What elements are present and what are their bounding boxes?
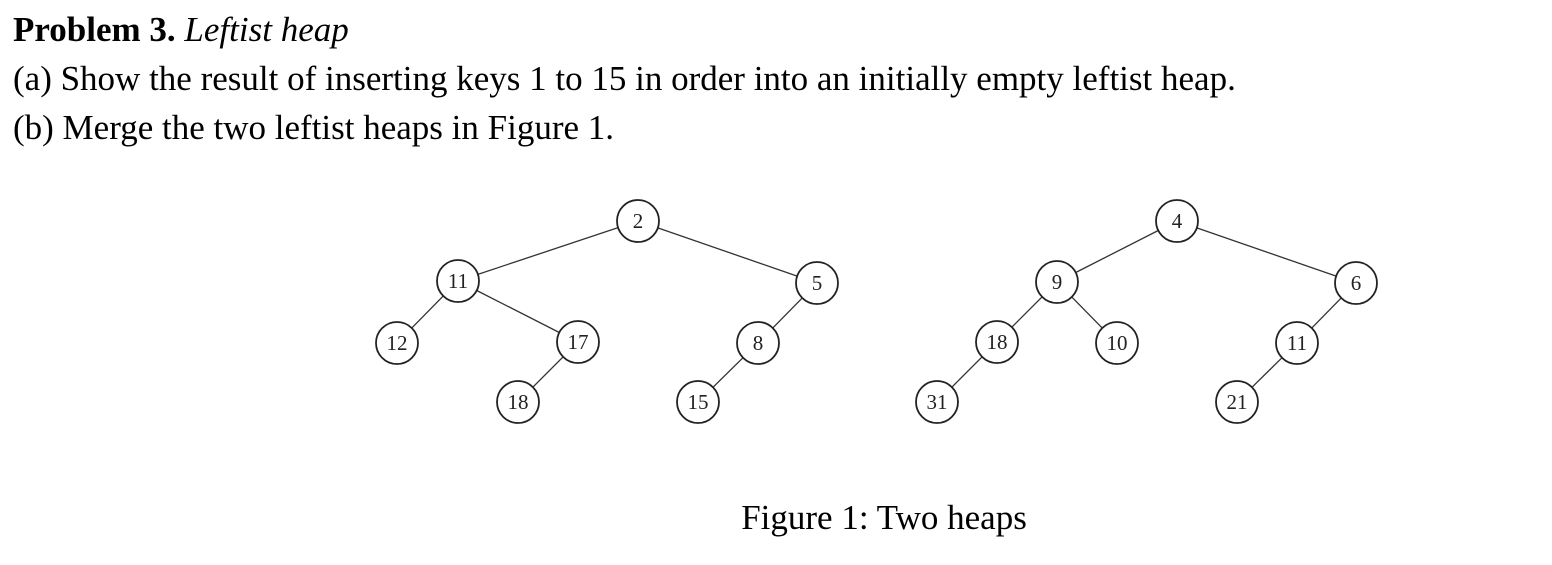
node-circle <box>915 380 959 424</box>
node-circle <box>975 320 1019 364</box>
heap-node: 18 <box>496 380 540 424</box>
heap-node: 21 <box>1215 380 1259 424</box>
node-key: 18 <box>508 390 529 414</box>
heap-node: 12 <box>375 321 419 365</box>
heap-node: 18 <box>975 320 1019 364</box>
node-key: 10 <box>1107 331 1128 355</box>
heap-node: 2 <box>616 199 660 243</box>
node-circle <box>436 259 480 303</box>
node-key: 4 <box>1172 209 1183 233</box>
node-key: 9 <box>1052 270 1063 294</box>
node-key: 17 <box>568 330 589 354</box>
node-key: 11 <box>1287 331 1307 355</box>
node-key: 21 <box>1227 390 1248 414</box>
figure-caption: Figure 1: Two heaps <box>741 498 1027 537</box>
node-circle <box>736 321 780 365</box>
node-key: 6 <box>1351 271 1362 295</box>
edge-h1n11-h1n17 <box>476 289 560 334</box>
node-key: 2 <box>633 209 644 233</box>
problem-topic: Leftist heap <box>184 10 349 49</box>
heap-node: 5 <box>795 261 839 305</box>
heap-node: 8 <box>736 321 780 365</box>
node-key: 5 <box>812 271 823 295</box>
node-key: 12 <box>387 331 408 355</box>
node-circle <box>795 261 839 305</box>
node-key: 11 <box>448 269 468 293</box>
edge-h1n2-h1n5 <box>657 227 798 277</box>
node-circle <box>375 321 419 365</box>
node-circle <box>1275 321 1319 365</box>
edge-h2n4-h2n6 <box>1196 227 1337 277</box>
heap-node: 11 <box>436 259 480 303</box>
heap-node: 6 <box>1334 261 1378 305</box>
node-circle <box>616 199 660 243</box>
edge-h2n18-h2n31 <box>951 356 983 388</box>
node-circle <box>1095 321 1139 365</box>
edge-h2n11-h2n21 <box>1251 357 1283 388</box>
heap-node: 11 <box>1275 321 1319 365</box>
node-circle <box>556 320 600 364</box>
node-circle <box>1155 199 1199 243</box>
edge-h2n9-h2n18 <box>1011 296 1043 328</box>
part-a-text: (a) Show the result of inserting keys 1 … <box>13 59 1236 98</box>
edge-h1n11-h1n12 <box>411 295 444 329</box>
edge-h1n2-h1n11 <box>477 227 619 275</box>
part-b-text: (b) Merge the two leftist heaps in Figur… <box>13 108 615 147</box>
node-circle <box>1035 260 1079 304</box>
node-key: 15 <box>688 390 709 414</box>
node-circle <box>1334 261 1378 305</box>
edge-h2n9-h2n10 <box>1071 296 1103 329</box>
edge-h2n6-h2n11 <box>1311 297 1342 329</box>
heap-node: 31 <box>915 380 959 424</box>
heap-nodes: 2 11 5 12 17 18 8 15 4 9 6 18 10 31 11 21 <box>375 199 1378 424</box>
node-key: 31 <box>927 390 948 414</box>
heap-node: 17 <box>556 320 600 364</box>
edge-h1n8-h1n15 <box>712 357 744 388</box>
node-circle <box>676 380 720 424</box>
node-circle <box>1215 380 1259 424</box>
node-key: 18 <box>987 330 1008 354</box>
edge-h1n5-h1n8 <box>772 297 803 329</box>
heap-edges <box>411 227 1342 388</box>
heap-node: 4 <box>1155 199 1199 243</box>
problem-heading: Problem 3. Leftist heap <box>13 10 349 50</box>
node-circle <box>496 380 540 424</box>
problem-label: Problem 3. <box>13 10 176 49</box>
heap-node: 10 <box>1095 321 1139 365</box>
edge-h1n17-h1n18 <box>532 356 564 388</box>
node-key: 8 <box>753 331 764 355</box>
heap-node: 9 <box>1035 260 1079 304</box>
edge-h2n4-h2n9 <box>1075 229 1159 274</box>
heap-node: 15 <box>676 380 720 424</box>
